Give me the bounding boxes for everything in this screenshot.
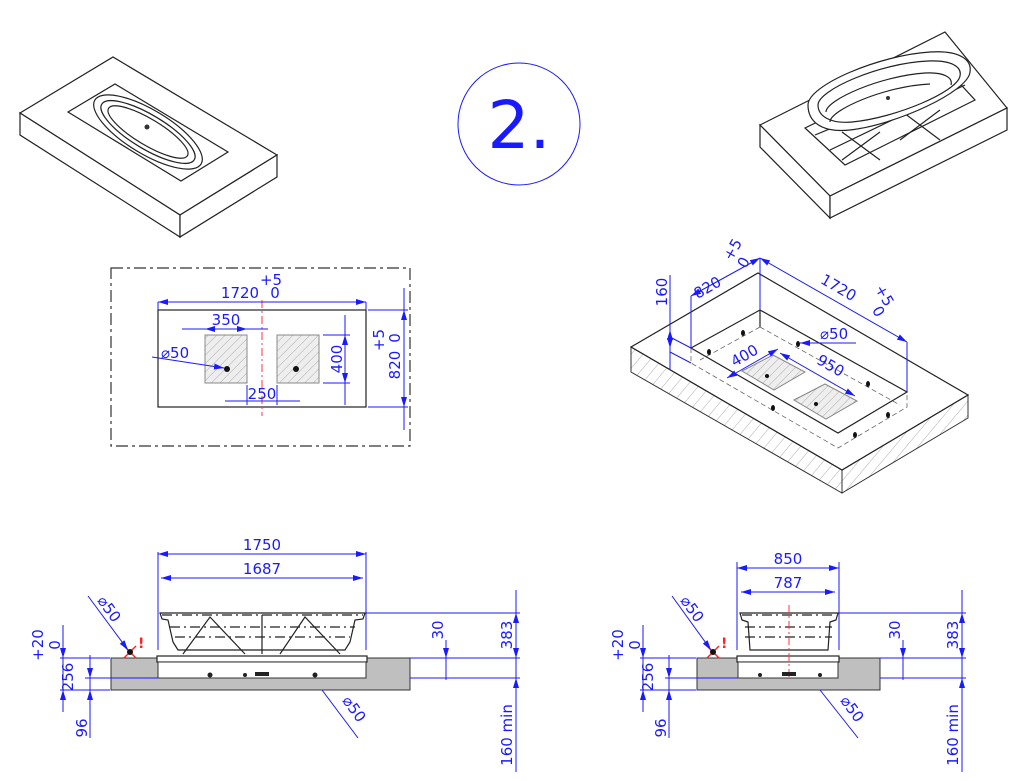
dim-height: 383 [498,621,516,650]
dim-tol: +5 [370,329,388,351]
dim-tol: 0 [733,254,753,271]
dim-base: 96 [73,718,91,737]
dim-tol: +20 [609,629,627,661]
dim-drain: ⌀50 [93,592,124,625]
dim-tol: +20 [29,629,47,661]
dim-base: 96 [652,718,670,737]
step-badge: 2. [457,62,581,186]
dim-width: 820 [386,351,404,380]
side-view-long: ! 1750 1687 30 383 160 min 256 +20 0 96 … [29,536,520,772]
dim-width: 820 [691,273,725,303]
dim-min-depth: 160 min [498,704,516,766]
support-pad-right [276,334,320,384]
dim-tol: 0 [270,284,280,302]
dim-drain: ⌀50 [161,344,189,362]
drain-hole [224,366,230,372]
dim-drain: ⌀50 [836,692,867,725]
dim-drain: ⌀50 [338,692,369,725]
dim-tol: 0 [868,303,888,320]
dim-inner: 1687 [243,560,281,578]
dim-length: 1720 [221,284,259,302]
dim-overall: 1750 [243,536,281,554]
dim-pad-gap: 250 [248,385,277,403]
support-pad [792,383,859,420]
dim-tol: 0 [386,333,404,343]
dim-tol: +5 [260,271,282,289]
dim-length: 1720 [817,270,859,305]
dim-inner: 787 [774,574,803,592]
drain-icon [144,124,150,130]
dim-tol: 0 [46,640,64,650]
dim-recess: 256 [59,663,77,692]
drain-hole [293,366,299,372]
dim-recess: 256 [639,663,657,692]
dim-overall: 850 [774,550,803,568]
dim-min-depth: 160 min [944,704,962,766]
mounting-holes [707,330,890,438]
iso-pocket-view: 820 +5 0 1720 +5 0 160 400 950 ⌀50 [629,235,970,494]
warning-icon: ! [721,636,727,652]
dim-pad-height: 400 [328,345,346,374]
dim-rim: 30 [429,620,447,639]
dim-drain: ⌀50 [820,325,848,343]
iso-slab-with-tub-left [18,56,279,239]
step-number: 2. [488,87,551,164]
side-view-short: ! 850 787 30 383 160 min 256 +20 0 96 ⌀5… [609,550,966,772]
support-pad-left [204,334,248,384]
dim-pad-span: 950 [814,351,848,381]
iso-slab-with-frame-right [758,31,1008,220]
dim-height: 383 [944,621,962,650]
dim-tol: 0 [626,640,644,650]
dim-pad-width: 350 [212,311,241,329]
warning-icon: ! [138,636,144,652]
dim-depth: 160 [653,278,671,307]
plan-view: 1720 +5 0 350 400 250 ⌀50 820 +5 0 [110,267,411,447]
dim-drain: ⌀50 [676,592,707,625]
dim-rim: 30 [886,620,904,639]
